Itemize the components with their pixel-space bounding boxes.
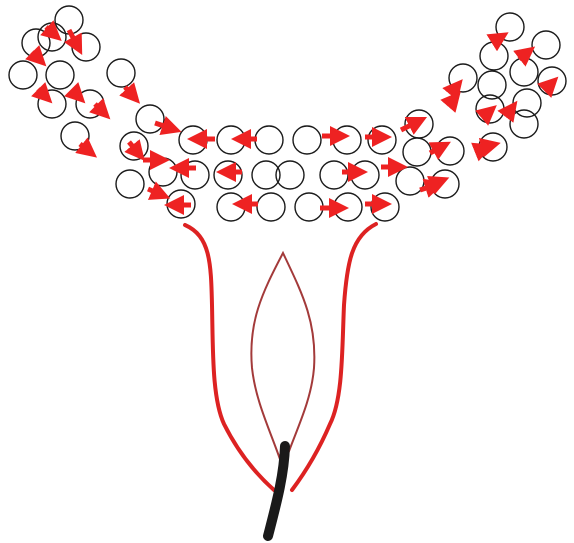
displacement-arrow-10 (129, 142, 139, 154)
particle-circle-20 (217, 193, 245, 221)
particle-circle-5 (9, 61, 37, 89)
funnel-right-wall (292, 224, 376, 490)
displacement-arrow-4 (38, 89, 46, 97)
particle-circle-26 (295, 193, 323, 221)
displacement-arrow-37 (475, 148, 485, 152)
particle-circle-35 (396, 167, 424, 195)
particle-circle-36 (436, 137, 464, 165)
particle-circle-42 (510, 58, 538, 86)
particle-circle-23 (257, 193, 285, 221)
inner-lens-outline (251, 253, 314, 468)
particle-circle-28 (320, 161, 348, 189)
particle-circle-31 (351, 161, 379, 189)
displacement-arrow-26 (430, 146, 443, 153)
particle-circle-47 (510, 110, 538, 138)
displacement-arrow-7 (80, 144, 90, 152)
displacement-arrow-25 (401, 121, 419, 130)
particle-circle-9 (76, 90, 104, 118)
particle-circle-41 (532, 31, 560, 59)
displacement-arrows (32, 27, 552, 208)
displacement-arrow-36 (506, 108, 512, 116)
particle-circle-19 (214, 161, 242, 189)
displacement-arrow-30 (449, 98, 455, 105)
displacement-arrow-3 (32, 52, 40, 60)
particle-circle-7 (107, 59, 135, 87)
particle-circle-2 (38, 23, 66, 51)
particle-circle-32 (371, 193, 399, 221)
particle-circle-24 (293, 126, 321, 154)
particle-circle-13 (116, 170, 144, 198)
particle-circle-17 (181, 161, 209, 189)
particle-circle-30 (368, 126, 396, 154)
displacement-arrow-35 (545, 83, 552, 90)
funnel-left-wall (185, 225, 274, 490)
displacement-arrow-32 (483, 111, 490, 117)
particle-circle-34 (403, 138, 431, 166)
displacement-arrow-6 (95, 104, 104, 113)
particle-circle-45 (513, 89, 541, 117)
displacement-arrow-12 (148, 189, 162, 195)
particle-circle-11 (136, 105, 164, 133)
stem-stroke (268, 446, 285, 536)
particle-circle-6 (46, 61, 74, 89)
particle-circles (9, 6, 566, 221)
displacement-arrow-5 (72, 90, 79, 97)
particle-circle-27 (333, 126, 361, 154)
displacement-arrow-33 (493, 37, 501, 42)
particle-circle-39 (480, 42, 508, 70)
funnel-shape (185, 224, 376, 536)
particle-circle-46 (538, 67, 566, 95)
particle-circle-21 (255, 126, 283, 154)
displacement-arrow-8 (125, 87, 134, 97)
displacement-arrow-9 (155, 123, 173, 129)
particle-circle-1 (55, 6, 83, 34)
